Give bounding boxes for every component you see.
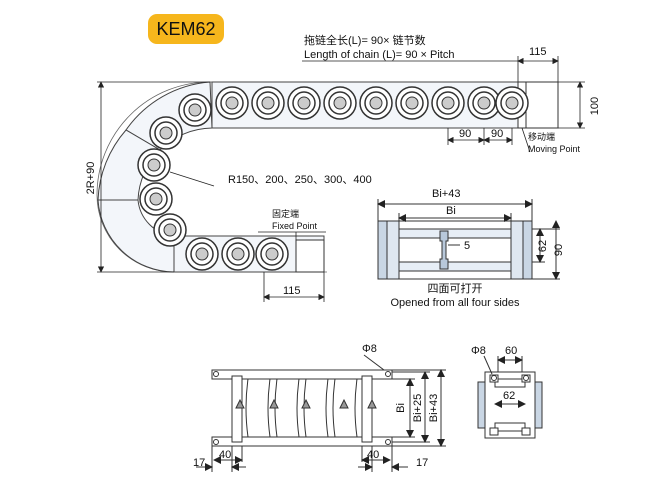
moving-point-en: Moving Point <box>528 144 581 154</box>
radius-options: R150、200、250、300、400 <box>228 174 372 186</box>
dim-bi25: Bi+25 <box>412 394 424 422</box>
chain-length-en: Length of chain (L)= 90 × Pitch <box>304 49 454 61</box>
upper-pins <box>215 86 529 120</box>
bottom-top-view-text: Φ8 Bi Bi+25 Bi+43 17 40 40 17 <box>193 343 440 469</box>
opened-note-en: Opened from all four sides <box>390 297 520 309</box>
dim-115-top: 115 <box>529 46 547 58</box>
bend-pins <box>137 93 212 247</box>
dim-115-bottom: 115 <box>283 285 301 297</box>
chain-length-cn: 拖链全长(L)= 90× 链节数 <box>304 33 426 47</box>
model-badge: KEM62 <box>148 14 224 44</box>
dim-60: 60 <box>505 345 517 357</box>
bottom-top-view <box>196 354 446 472</box>
dim-bi43-top: Bi+43 <box>428 394 440 422</box>
main-dimensions <box>97 56 585 302</box>
cross-section-text: Bi+43 Bi 5 62 90 四面可打开 Opened from all f… <box>390 188 565 309</box>
dim-bi43-cross: Bi+43 <box>432 188 460 200</box>
phi8-end: Φ8 <box>471 345 486 357</box>
fixed-end-bracket <box>295 239 325 273</box>
phi8-top: Φ8 <box>362 343 377 355</box>
dim-90-cross: 90 <box>553 244 565 256</box>
dim-bi-top: Bi <box>395 403 407 413</box>
dim-5: 5 <box>464 240 470 252</box>
dim-2r90: 2R+90 <box>85 162 97 195</box>
moving-point-cn: 移动端 <box>528 131 555 142</box>
dim-bi-cross: Bi <box>446 205 456 217</box>
bottom-end-view-text: Φ8 60 62 <box>471 345 517 402</box>
fixed-point-en: Fixed Point <box>272 221 318 231</box>
opened-note-cn: 四面可打开 <box>428 281 483 295</box>
bottom-end-view <box>477 355 543 439</box>
fixed-point-cn: 固定端 <box>272 208 299 219</box>
dim-pitch-2: 90 <box>491 128 503 140</box>
dim-17-left: 17 <box>193 457 205 469</box>
moving-end-bracket <box>517 81 559 129</box>
dim-62-cross: 62 <box>537 240 549 252</box>
dim-17-right: 17 <box>416 457 428 469</box>
main-dim-text: 拖链全长(L)= 90× 链节数 Length of chain (L)= 90… <box>85 33 601 297</box>
dim-62-end: 62 <box>503 390 515 402</box>
model-badge-label: KEM62 <box>156 18 216 39</box>
dim-pitch-1: 90 <box>459 128 471 140</box>
dim-40-left: 40 <box>219 449 231 461</box>
dim-40-right: 40 <box>367 449 379 461</box>
dim-100: 100 <box>589 97 601 115</box>
lower-pins <box>185 237 289 271</box>
cross-section-view <box>377 199 560 280</box>
